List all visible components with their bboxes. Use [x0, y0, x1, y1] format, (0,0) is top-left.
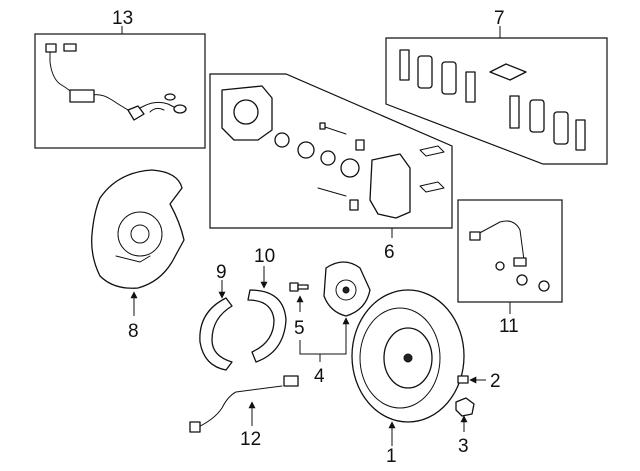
callout-12: 12: [240, 429, 261, 450]
part-8-dust-shield: [91, 169, 185, 289]
part-5-hub-bolt: [289, 282, 309, 292]
callout-2: 2: [490, 371, 501, 392]
box-13-abs-sensor: [34, 33, 206, 149]
part-3-cap: [455, 397, 475, 417]
callout-6: 6: [384, 242, 395, 263]
callout-1: 1: [386, 446, 397, 467]
part-9-shoe: [199, 297, 233, 371]
callout-4: 4: [314, 366, 325, 387]
part-12-cable: [189, 375, 299, 433]
part-10-shoe: [247, 289, 287, 363]
part-1-rotor: [351, 289, 465, 423]
box-7-brake-pads: [385, 37, 608, 165]
box-6-caliper: [209, 73, 453, 229]
callout-8: 8: [128, 321, 139, 342]
callout-13: 13: [112, 8, 133, 29]
callout-10: 10: [254, 246, 275, 267]
callout-3: 3: [458, 436, 469, 457]
part-2-screw: [457, 375, 469, 384]
callout-9: 9: [216, 262, 227, 283]
callout-7: 7: [494, 8, 505, 29]
box-11-brake-hose: [457, 199, 563, 303]
callout-11: 11: [499, 316, 519, 337]
callout-5: 5: [294, 318, 305, 339]
part-4-hub: [323, 261, 371, 317]
